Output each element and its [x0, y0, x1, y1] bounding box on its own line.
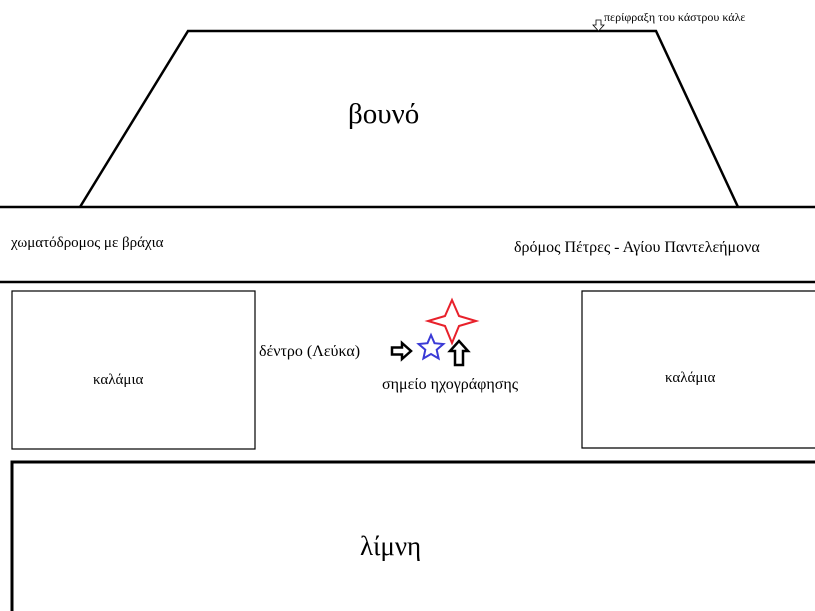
- lake-outline: [10, 460, 815, 611]
- recording-point-label: σημείο ηχογράφησης: [382, 376, 519, 393]
- reeds-right-label: καλάμια: [665, 370, 716, 386]
- arrow-right-icon: [390, 340, 413, 362]
- arrow-up-icon: [447, 339, 471, 367]
- arrow-down-icon: [592, 19, 605, 32]
- lake-label: λίμνη: [360, 531, 422, 561]
- dirt-road-label: χωματόδρομος με βράχια: [11, 235, 164, 251]
- castle-fence-label: περίφραξη του κάστρου κάλε: [604, 10, 746, 24]
- main-road-label: δρόμος Πέτρες - Αγίου Παντελεήμονα: [514, 239, 760, 256]
- five-point-star-icon: [416, 332, 446, 361]
- four-point-star-icon: [424, 297, 480, 346]
- reeds-left-box: [11, 290, 256, 450]
- reeds-right-box: [581, 290, 815, 449]
- mountain-label: βουνό: [348, 98, 420, 130]
- reeds-left-label: καλάμια: [93, 372, 144, 388]
- tree-label: δέντρο (Λεύκα): [259, 343, 361, 360]
- mountain-outline: [78, 29, 740, 208]
